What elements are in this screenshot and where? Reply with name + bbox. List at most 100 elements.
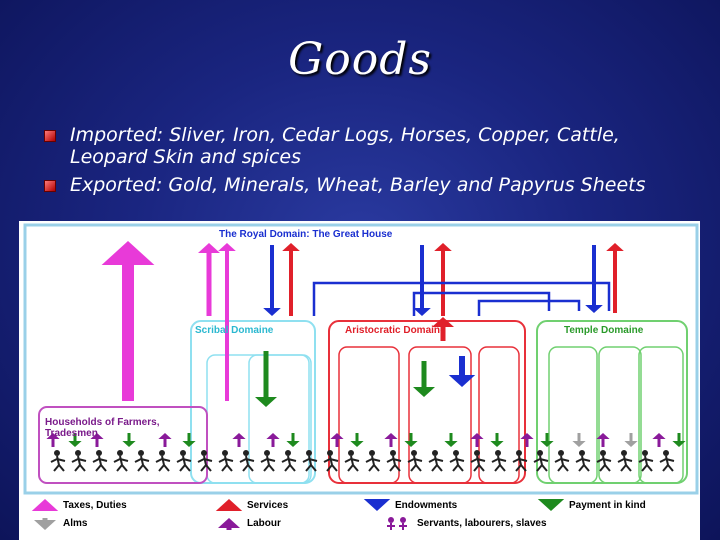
worker-figure-icon [428,450,444,472]
worker-figure-icon [596,450,612,472]
taxes-arrow [101,241,155,401]
domain-pillar [248,354,312,484]
taxes-arrow [198,243,220,316]
bullet-icon [44,130,56,142]
labour-arrow [330,433,344,447]
worker-figure-icon [92,450,108,472]
taxes-arrow [218,243,236,401]
endowment-connector-line [312,281,611,316]
worker-figure-icon [113,450,129,472]
payment-arrow [68,433,82,447]
payment-arrow [350,433,364,447]
worker-figure-icon [323,450,339,472]
domain-pillar [206,354,310,484]
worker-figure-icon [260,450,276,472]
payment-arrow [122,433,136,447]
temple-domain-label: Temple Domaine [564,325,644,336]
payment-arrow [404,433,418,447]
households-label: Households of Farmers, Tradesmen [45,417,160,439]
payment-arrow [286,433,300,447]
legend-label-servants: Servants, labourers, slaves [417,518,547,529]
legend-payment-icon [537,499,565,511]
worker-figure-icon [134,450,150,472]
endowment-arrow [448,356,476,387]
diagram-canvas [23,223,699,537]
worker-figure-icon [617,450,633,472]
worker-figure-icon [575,450,591,472]
bullet-exported: Exported: Gold, Minerals, Wheat, Barley … [44,174,694,196]
diagram-frame [23,223,699,495]
endowment-arrow [413,245,431,316]
services-arrow [432,317,454,341]
services-arrow [282,243,300,316]
payment-arrow [413,361,435,397]
labour-arrow [158,433,172,447]
worker-figure-icon [386,450,402,472]
royal-domain-label: The Royal Domain: The Great House [219,229,393,240]
endowment-arrow [263,245,281,316]
worker-figure-icon [344,450,360,472]
worker-figure-icon [155,450,171,472]
domain-pillar [408,346,472,484]
aristocratic-domain-label: Aristocratic Domaine [345,325,446,336]
domain-pillar [338,346,400,484]
worker-figure-icon [512,450,528,472]
scribal-domain-box [190,320,316,484]
labour-arrow [596,433,610,447]
worker-figure-icon [281,450,297,472]
legend-label-taxes: Taxes, Duties [63,500,127,511]
worker-figure-icon [197,450,213,472]
worker-figure-icon [554,450,570,472]
scribal-domain-label: Scribal Domaine [195,325,274,336]
legend-label-payment: Payment in kind [569,500,646,511]
legend-label-labour: Labour [247,518,281,529]
labour-arrow [520,433,534,447]
worker-figure-icon [218,450,234,472]
bullet-icon [44,180,56,192]
legend [25,495,697,537]
legend-endowments-icon [363,499,391,511]
worker-figure-icon [239,450,255,472]
legend-services-icon [215,499,243,511]
legend-label-endowments: Endowments [395,500,458,511]
worker-figure-icon [491,450,507,472]
legend-background [25,495,697,537]
domain-pillar [478,346,520,484]
legend-label-services: Services [247,500,289,511]
legend-label-alms: Alms [63,518,88,529]
worker-figure-icon [407,450,423,472]
worker-figure-icon [365,450,381,472]
domain-pillar [548,346,598,484]
domain-pillar [638,346,684,484]
households-box [38,406,208,484]
labour-arrow [46,433,60,447]
labour-arrow [652,433,666,447]
worker-figure-icon [176,450,192,472]
bullet-list: Imported: Sliver, Iron, Cedar Logs, Hors… [44,124,694,202]
bullet-text: Imported: Sliver, Iron, Cedar Logs, Hors… [70,124,620,168]
bullet-imported: Imported: Sliver, Iron, Cedar Logs, Hors… [44,124,694,168]
economy-diagram: The Royal Domain: The Great House Scriba… [19,221,700,540]
legend-labour-icon [218,518,240,530]
payment-arrow [444,433,458,447]
services-arrow [434,243,452,316]
bullet-text: Exported: Gold, Minerals, Wheat, Barley … [70,174,646,196]
domain-pillars [206,346,684,484]
worker-figure-icon [659,450,675,472]
worker-figure-icon [449,450,465,472]
worker-figure-icon [533,450,549,472]
worker-figure-icon [638,450,654,472]
worker-figure-icon [71,450,87,472]
worker-figures-row [50,450,675,472]
slide-title: Goods [288,34,432,85]
endowment-arrow [585,245,603,313]
labour-arrow [470,433,484,447]
worker-figure-icon [470,450,486,472]
legend-alms-icon [34,518,56,530]
payment-arrow [672,433,686,447]
services-arrow [606,243,624,313]
endowment-connector-line [412,291,551,316]
worker-figure-icon [302,450,318,472]
endowment-connector-line [477,299,581,316]
labour-arrow [90,433,104,447]
